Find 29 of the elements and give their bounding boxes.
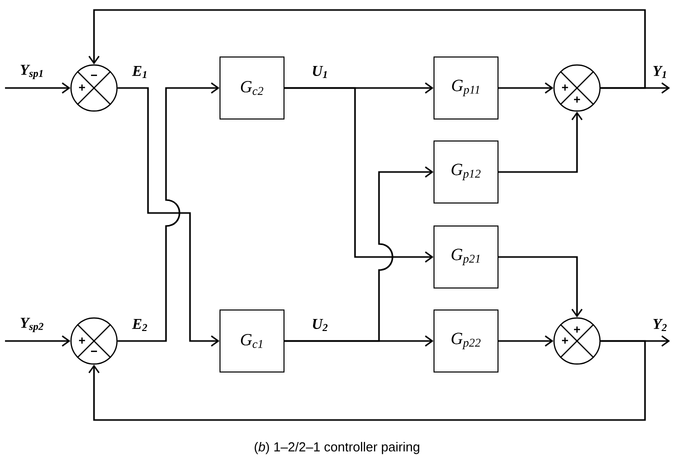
signal-arrow — [88, 9, 646, 89]
signal-label: Y$_{2}$ — [653, 319, 667, 331]
signal-label: Y$_{sp1}$ — [20, 64, 43, 80]
transfer-function-box: G$_{p11}$ — [434, 56, 498, 120]
summing-junction: − + — [70, 64, 118, 112]
signal-label: E$_{2}$ — [132, 319, 148, 331]
transfer-function-box: G$_{c2}$ — [220, 56, 284, 120]
signal-label: Y$_{sp2}$ — [20, 318, 44, 332]
signal-arrow — [5, 335, 70, 347]
signal-arrow — [5, 82, 70, 94]
transfer-function-box: G$_{c1}$ — [220, 310, 284, 372]
signal-arrow — [284, 87, 434, 263]
summing-junction: + + — [553, 64, 601, 112]
signal-arrow — [498, 82, 554, 94]
signal-arrow — [498, 112, 583, 173]
caption: (b) 1–2/2–1 controller pairing — [254, 442, 420, 454]
transfer-function-box: G$_{p22}$ — [434, 310, 498, 372]
signal-arrow — [498, 256, 583, 318]
signal-arrow — [498, 335, 554, 347]
transfer-function-box: G$_{p12}$ — [434, 140, 498, 204]
signal-arrow — [88, 340, 646, 421]
summing-junction: + − — [70, 317, 118, 365]
signal-label: Y$_{1}$ — [653, 66, 666, 78]
summing-junction: + + — [553, 317, 601, 365]
transfer-function-box: G$_{p21}$ — [434, 226, 498, 288]
signal-label: U$_{1}$ — [312, 66, 327, 78]
signal-arrow — [284, 166, 434, 342]
signal-label: U$_{2}$ — [312, 319, 328, 331]
signal-label: E$_{1}$ — [132, 66, 146, 78]
